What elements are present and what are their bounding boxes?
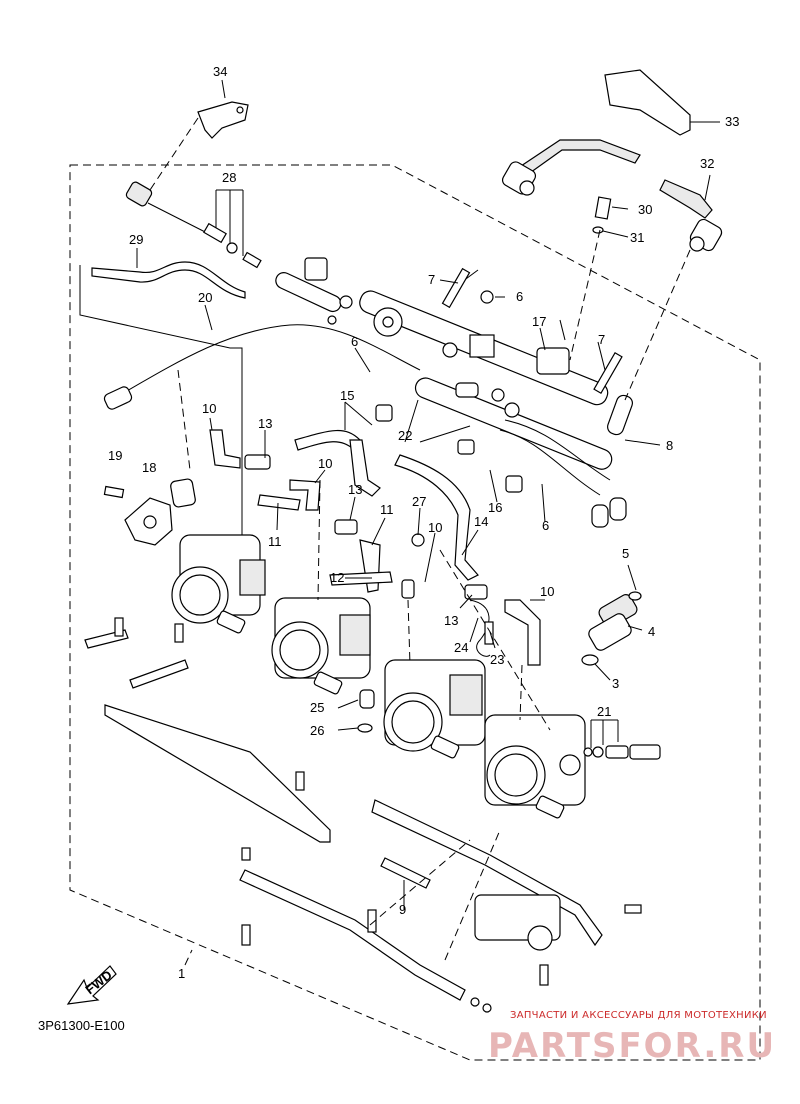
part-label-17: 17 [532, 314, 546, 329]
vacuum-hoses [209, 429, 541, 666]
part-label-30: 30 [638, 202, 652, 217]
part-label-34: 33 [725, 114, 739, 129]
part-label-25: 25 [310, 700, 324, 715]
screw-19 [103, 485, 125, 499]
fuel-hose-assembly [501, 69, 723, 252]
part-label-6a: 6 [351, 334, 358, 349]
part-label-13b: 13 [348, 482, 362, 497]
bolt-30 [594, 196, 612, 220]
bracket-32 [197, 101, 249, 139]
injector-assembly [581, 591, 642, 666]
part-label-11b: 11 [268, 534, 282, 549]
part-label-10c: 10 [428, 520, 442, 535]
part-label-3: 4 [648, 624, 655, 639]
part-label-8: 8 [666, 438, 673, 453]
part-label-1: 1 [178, 966, 185, 981]
part-label-7a: 7 [428, 272, 435, 287]
part-label-7b: 7 [598, 332, 605, 347]
part-label-4: 5 [622, 546, 629, 561]
part-label-21: 21 [597, 704, 611, 719]
part-label-26: 26 [310, 723, 324, 738]
part-label-20: 20 [198, 290, 212, 305]
throttle-cable [119, 324, 421, 396]
part-label-24: 24 [454, 640, 468, 655]
leader-lines [79, 79, 720, 966]
part-label-27: 27 [412, 494, 426, 509]
part-label-5: 6 [516, 289, 523, 304]
diagram-code: 3P61300-E100 [38, 1018, 125, 1033]
throttle-body-4 [484, 714, 586, 819]
adjust-screw-set-21 [583, 744, 661, 760]
watermark-brand: PARTSFOR.RU [488, 1026, 776, 1066]
part-label-11a: 11 [380, 502, 394, 517]
washer-31 [592, 226, 604, 234]
sub-wire-harness [375, 382, 627, 528]
part-label-33: 32 [700, 156, 714, 171]
part-label-2: 3 [612, 676, 619, 691]
part-label-18: 18 [142, 460, 156, 475]
part-label-31: 31 [630, 230, 644, 245]
throttle-body-3 [383, 659, 486, 759]
part-label-19: 19 [108, 448, 122, 463]
part-label-13a: 13 [258, 416, 272, 431]
part-label-10b: 10 [318, 456, 332, 471]
part-label-16: 16 [488, 500, 502, 515]
pipe-29 [91, 261, 246, 299]
part-label-32: 34 [213, 64, 227, 79]
part-label-22: 22 [398, 428, 412, 443]
part-label-14: 14 [474, 514, 488, 529]
part-label-15: 15 [340, 388, 354, 403]
part-label-23: 23 [490, 652, 504, 667]
adjuster-28 [125, 181, 262, 269]
part-label-10d: 10 [540, 584, 554, 599]
part-label-28: 28 [222, 170, 236, 185]
linkage-lower [84, 617, 642, 1013]
fwd-arrow-icon: FWD [66, 965, 117, 1005]
part-label-9: 9 [399, 902, 406, 917]
throttle-body-1 [171, 534, 266, 634]
throttle-body-2 [271, 597, 371, 695]
pulley-bracket [275, 257, 353, 325]
part-label-10a: 10 [202, 401, 216, 416]
cap-25 [359, 689, 375, 709]
clip-26 [357, 723, 373, 733]
part-label-6b: 6 [542, 518, 549, 533]
part-label-13c: 13 [444, 613, 458, 628]
assembly-boundary [69, 164, 761, 1061]
watermark-tagline: ЗАПЧАСТИ И АКСЕССУАРЫ ДЛЯ МОТОТЕХНИКИ [510, 1010, 767, 1021]
part-label-12: 12 [330, 570, 344, 585]
part-label-29: 29 [129, 232, 143, 247]
screw-23 [484, 621, 494, 645]
